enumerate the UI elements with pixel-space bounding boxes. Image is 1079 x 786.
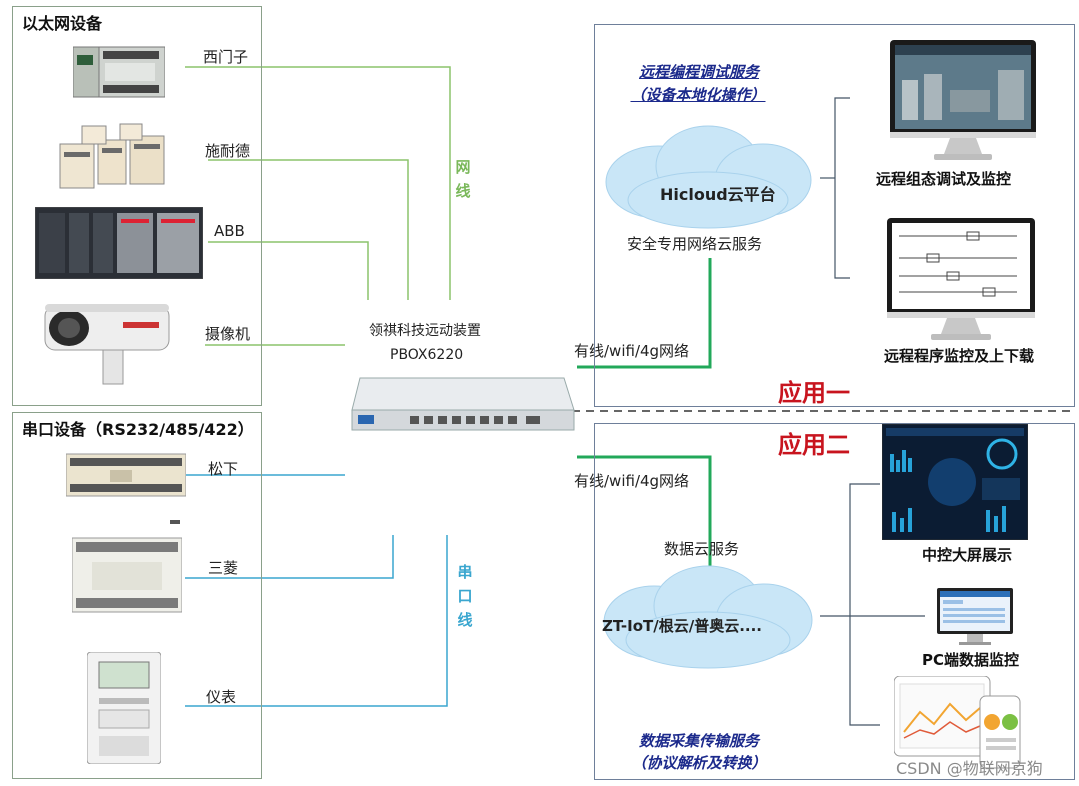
device-label-panasonic: 松下 <box>208 460 239 478</box>
meter-image <box>87 652 161 764</box>
abb-plc-image <box>35 207 203 279</box>
dashboard-screen-image <box>882 424 1028 540</box>
application-2-badge: 应用二 <box>778 431 850 459</box>
uplink-label-top: 有线/wifi/4g网络 <box>574 342 690 360</box>
app1-output-2: 远程程序监控及上下载 <box>884 347 1035 365</box>
serial-cable-label: 串 口 线 <box>456 560 474 632</box>
monitor-ladder-image <box>887 218 1035 340</box>
app2-output-2: PC端数据监控 <box>922 651 1020 669</box>
device-label-mitsubishi: 三菱 <box>208 559 239 577</box>
cable-char: 串 <box>457 563 473 581</box>
application-1-panel <box>594 24 1075 407</box>
tablet-phone-image <box>894 676 1021 769</box>
pc-monitor-image <box>937 588 1013 645</box>
application-2-panel <box>594 423 1075 780</box>
device-label-schneider: 施耐德 <box>205 142 251 160</box>
serial-devices-box <box>12 412 262 779</box>
device-model: PBOX6220 <box>390 347 464 363</box>
device-label-siemens: 西门子 <box>203 48 249 66</box>
service-1-title: 远程编程调试服务 <box>638 63 759 81</box>
app1-output-1: 远程组态调试及监控 <box>876 170 1012 188</box>
ethernet-cable-label: 网 线 <box>454 155 472 203</box>
app2-output-1: 中控大屏展示 <box>922 546 1013 564</box>
hicloud-name: Hicloud云平台 <box>660 185 776 204</box>
panasonic-plc-image <box>66 453 186 497</box>
device-name: 领祺科技远动装置 <box>369 323 481 339</box>
mitsubishi-plc-image <box>72 520 182 613</box>
app2-branch <box>820 483 925 726</box>
cable-char: 口 <box>457 587 473 605</box>
pbox-device-image <box>351 377 575 431</box>
service-1-subtitle: （设备本地化操作） <box>630 86 766 104</box>
schneider-plc-image <box>59 123 165 189</box>
service-2-subtitle: （协议解析及转换） <box>631 754 767 772</box>
cable-char: 线 <box>457 611 473 629</box>
watermark-text: CSDN @物联网京狗 <box>896 759 1043 778</box>
camera-image <box>44 304 170 385</box>
siemens-plc-image <box>73 46 165 98</box>
serial-title: 串口设备（RS232/485/422） <box>22 420 254 439</box>
device-label-camera: 摄像机 <box>205 325 251 343</box>
device-label-meter: 仪表 <box>206 688 237 706</box>
ethernet-title: 以太网设备 <box>22 14 103 33</box>
datacloud-cloud-shape <box>603 565 813 669</box>
monitor-scada-image <box>890 40 1036 160</box>
uplink-lines <box>577 258 712 566</box>
application-1-badge: 应用一 <box>778 379 850 407</box>
cable-char: 网 <box>455 158 471 176</box>
serial-lines <box>185 474 448 707</box>
device-label-abb: ABB <box>214 222 245 240</box>
hicloud-subtitle: 安全专用网络云服务 <box>627 235 763 253</box>
datacloud-subtitle: 数据云服务 <box>664 540 740 558</box>
ethernet-devices-box <box>12 6 262 406</box>
hicloud-cloud-shape <box>605 125 812 229</box>
datacloud-name: ZT-IoT/根云/普奥云.... <box>602 617 762 635</box>
service-2-title: 数据采集传输服务 <box>638 732 759 750</box>
cable-char: 线 <box>455 182 471 200</box>
uplink-label-bottom: 有线/wifi/4g网络 <box>574 472 690 490</box>
app1-branch <box>820 97 850 279</box>
